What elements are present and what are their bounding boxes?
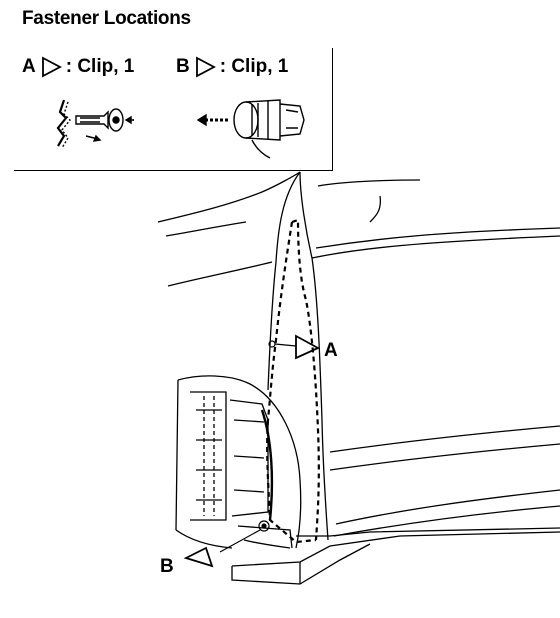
legend-desc-a: : Clip, 1 [65, 56, 135, 77]
callout-label-b: B [160, 556, 174, 577]
legend-panel [14, 48, 333, 171]
legend-letter-b: B [176, 56, 190, 77]
callout-a-triangle-icon [295, 334, 321, 360]
page-title: Fastener Locations [22, 8, 191, 29]
clip-b-location [183, 520, 270, 568]
legend-item-a: A : Clip, 1 [22, 56, 134, 78]
clip-a-illustration [56, 99, 134, 149]
legend-item-b: B : Clip, 1 [176, 56, 288, 78]
legend-desc-b: : Clip, 1 [219, 56, 289, 77]
trim-outline-dashed [266, 218, 320, 544]
legend-letter-a: A [22, 56, 36, 77]
triangle-pointer-icon [195, 56, 216, 78]
clip-b-illustration [196, 99, 305, 159]
triangle-pointer-icon [41, 56, 62, 78]
callout-label-a: A [324, 340, 338, 361]
callout-b-triangle-icon [183, 546, 214, 568]
body-panel-drawing [157, 171, 560, 585]
clip-a-location [268, 334, 321, 360]
